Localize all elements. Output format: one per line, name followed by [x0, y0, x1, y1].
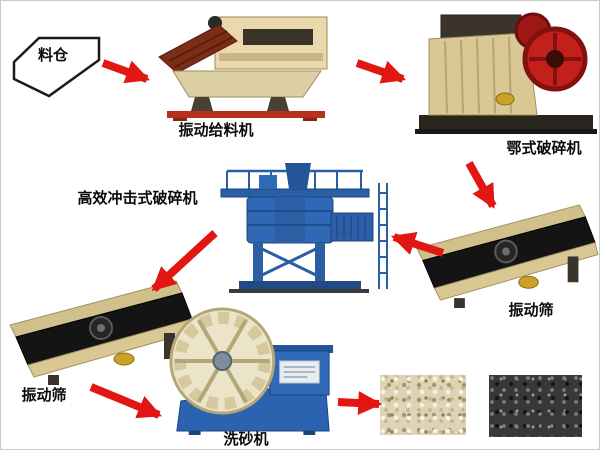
platform: [220, 188, 370, 198]
vibrating-feeder-illustration: [153, 9, 338, 121]
impact-crusher-label: 高效冲击式破碎机: [77, 190, 198, 207]
feeder-base-frame: [167, 111, 325, 118]
impact-crusher-illustration: [203, 163, 393, 295]
vibrating-screen-left-illustration: [6, 273, 196, 388]
vibrating-screen-right-label: 振动筛: [508, 302, 554, 319]
jaw-crusher-label: 鄂式破碎机: [506, 140, 582, 157]
brand-badge: [518, 275, 539, 289]
hopper-shape: [12, 36, 101, 98]
arrow-feeder-to-jaw-crusher: [355, 59, 407, 84]
arrow-sand-washer-to-products: [337, 391, 383, 415]
arrow-hopper-to-feeder: [101, 59, 151, 84]
hopper-label: 料仓: [37, 47, 68, 64]
arrow-screen-left-to-sand-washer: [89, 383, 162, 419]
vibrating-screen-left-label: 振动筛: [21, 387, 67, 404]
sand-washer-label: 洗砂机: [223, 431, 269, 448]
jaw-crusher-illustration: [413, 5, 599, 137]
brand-badge: [495, 92, 515, 106]
vibrating-feeder-label: 振动给料机: [178, 122, 254, 139]
product-sample-light-sand: [380, 375, 466, 435]
sand-washer-illustration: [165, 305, 338, 435]
hopper-illustration: [9, 34, 104, 102]
brand-badge: [113, 352, 135, 366]
product-sample-dark-gravel: [489, 375, 582, 437]
vibrating-screen-right-illustration: [413, 197, 599, 311]
